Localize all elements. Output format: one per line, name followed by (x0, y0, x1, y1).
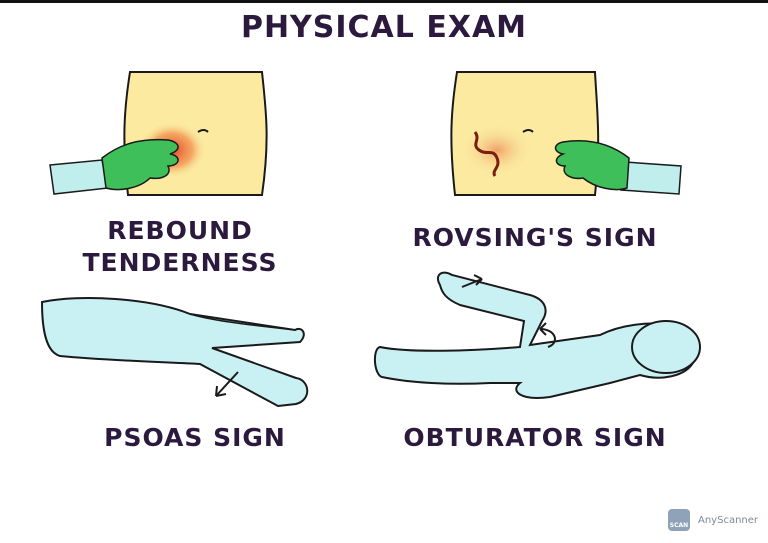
anyscanner-watermark: SCAN AnyScanner (668, 509, 758, 531)
obturator-body-illustration (374, 271, 701, 399)
hand-glove-icon (554, 140, 682, 195)
navel-mark (522, 129, 534, 133)
rovsing-sign-label: ROVSING'S SIGN (412, 223, 658, 252)
top-border (0, 0, 768, 3)
lying-body-icon (374, 271, 701, 399)
scanner-logo-icon: SCAN (668, 509, 690, 531)
rebound-tenderness-label: REBOUND TENDERNESS (82, 216, 278, 277)
hand-glove-icon (49, 138, 179, 195)
page-title: PHYSICAL EXAM (240, 10, 528, 45)
navel-mark (197, 129, 209, 133)
rebound-abdomen-illustration (49, 71, 268, 196)
arrow-icon (461, 278, 483, 288)
obturator-sign-label: OBTURATOR SIGN (403, 423, 667, 452)
pain-squiggle (473, 131, 500, 177)
rotation-arrow-icon (539, 328, 556, 348)
brand-name: AnyScanner (698, 514, 759, 526)
psoas-sign-label: PSOAS SIGN (104, 423, 286, 452)
psoas-body-illustration (40, 297, 309, 408)
arrow-icon (215, 371, 239, 397)
rovsing-abdomen-illustration (450, 71, 682, 196)
lying-body-icon (40, 297, 309, 408)
